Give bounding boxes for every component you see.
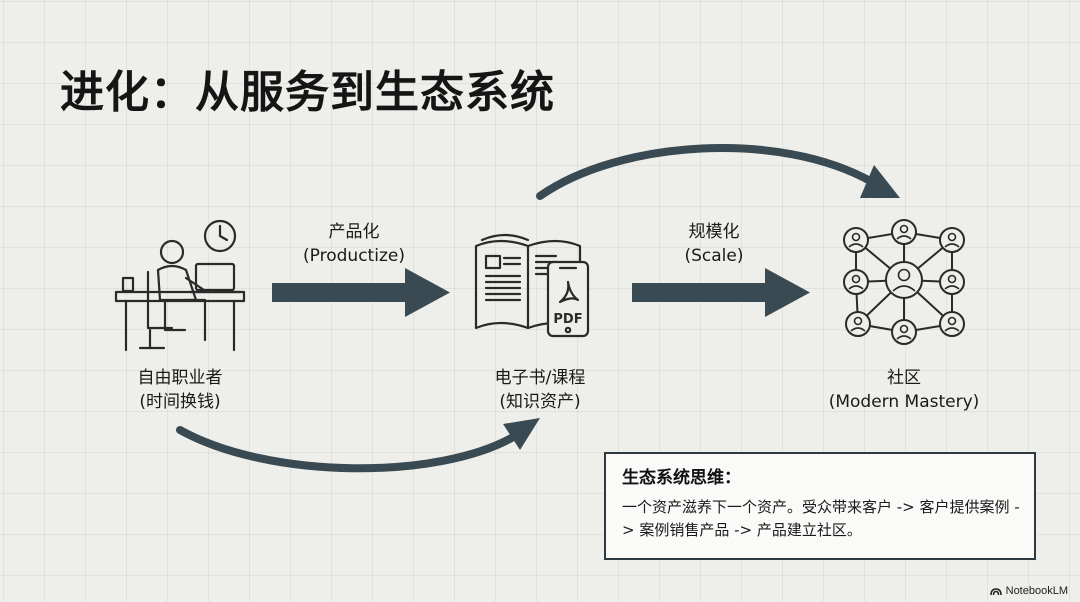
branding-text: NotebookLM bbox=[1006, 585, 1068, 597]
ecosystem-heading: 生态系统思维： bbox=[622, 466, 1020, 490]
freelancer-label: 自由职业者 (时间换钱) bbox=[138, 366, 223, 414]
top-curved-arrow bbox=[540, 148, 900, 198]
productize-arrow bbox=[272, 268, 450, 317]
ebook-label-line2: (知识资产) bbox=[495, 390, 586, 414]
productize-label-line2: (Productize) bbox=[303, 244, 405, 268]
pdf-text: PDF bbox=[553, 312, 582, 327]
bottom-curved-arrow bbox=[180, 418, 540, 468]
community-network-icon bbox=[844, 220, 964, 344]
ebook-label: 电子书/课程 (知识资产) bbox=[495, 366, 586, 414]
productize-label-line1: 产品化 bbox=[303, 220, 405, 244]
ecosystem-body: 一个资产滋养下一个资产。受众带来客户 -> 客户提供案例 -> 案例销售产品 -… bbox=[622, 496, 1022, 542]
productize-label: 产品化 (Productize) bbox=[303, 220, 405, 268]
notebooklm-branding: NotebookLM bbox=[990, 585, 1068, 597]
freelancer-label-line1: 自由职业者 bbox=[138, 366, 223, 390]
freelancer-at-desk-icon bbox=[116, 221, 244, 350]
ecosystem-thinking-box: 生态系统思维： 一个资产滋养下一个资产。受众带来客户 -> 客户提供案例 -> … bbox=[604, 452, 1036, 560]
notebooklm-logo-icon bbox=[990, 587, 1002, 596]
community-label: 社区 (Modern Mastery) bbox=[829, 366, 980, 414]
scale-label-line2: (Scale) bbox=[684, 244, 743, 268]
community-label-line1: 社区 bbox=[829, 366, 980, 390]
scale-label-line1: 规模化 bbox=[684, 220, 743, 244]
scale-label: 规模化 (Scale) bbox=[684, 220, 743, 268]
ebook-label-line1: 电子书/课程 bbox=[495, 366, 586, 390]
community-label-line2: (Modern Mastery) bbox=[829, 390, 980, 414]
scale-arrow bbox=[632, 268, 810, 317]
freelancer-label-line2: (时间换钱) bbox=[138, 390, 223, 414]
